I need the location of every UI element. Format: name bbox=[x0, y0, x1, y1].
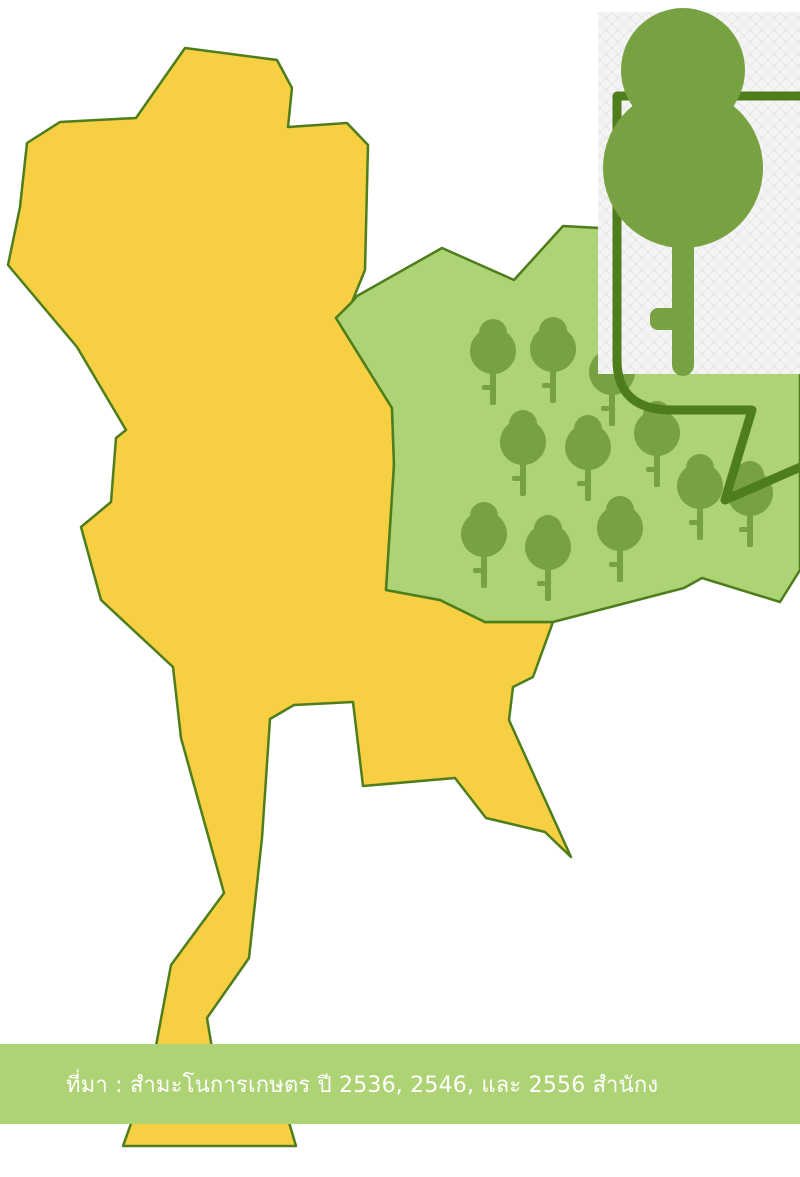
tree-icon bbox=[603, 8, 763, 376]
source-text: ที่มา : สำมะโนการเกษตร ปี 2536, 2546, แล… bbox=[66, 1072, 659, 1098]
source-bar: ที่มา : สำมะโนการเกษตร ปี 2536, 2546, แล… bbox=[0, 1044, 800, 1124]
callout-bubble bbox=[598, 8, 800, 505]
